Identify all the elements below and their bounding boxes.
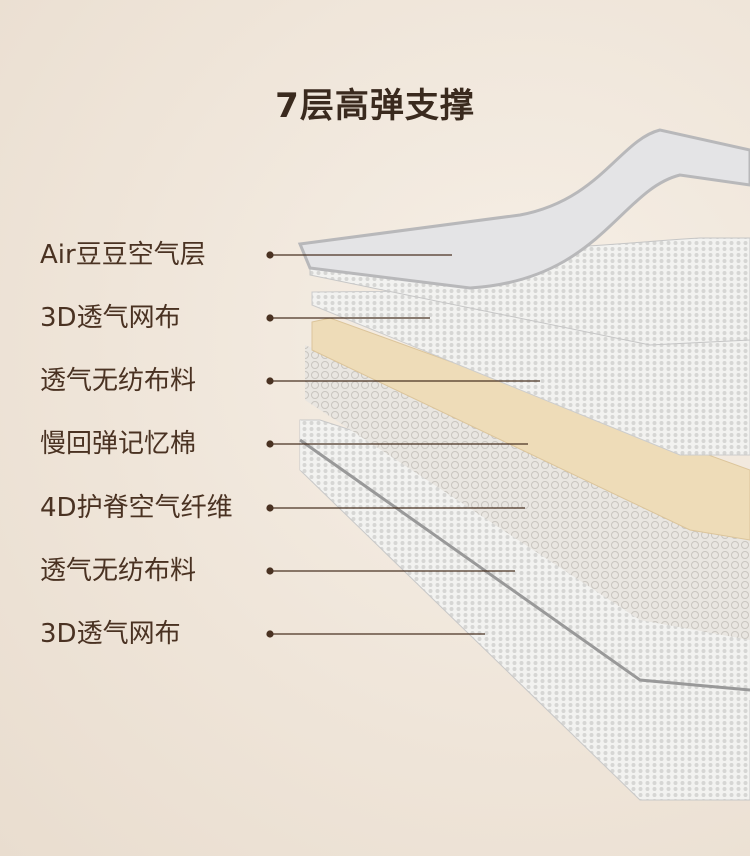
layer-label-3d-mesh-bottom: 3D透气网布 xyxy=(40,619,181,649)
air-layer xyxy=(297,128,750,290)
page-title: 7层高弹支撑 xyxy=(275,86,475,126)
layer-label-nonwoven-bottom: 透气无纺布料 xyxy=(40,556,197,586)
layer-label-air: Air豆豆空气层 xyxy=(40,240,206,270)
layer-label-3d-mesh-top: 3D透气网布 xyxy=(40,303,181,333)
layer-label-4d-fiber: 4D护脊空气纤维 xyxy=(40,493,233,523)
fiber-layer xyxy=(305,345,750,640)
layer-label-memory-foam: 慢回弹记忆棉 xyxy=(40,429,197,459)
layer-label-nonwoven-top: 透气无纺布料 xyxy=(40,366,197,396)
bottom-mesh-layer xyxy=(299,419,750,801)
